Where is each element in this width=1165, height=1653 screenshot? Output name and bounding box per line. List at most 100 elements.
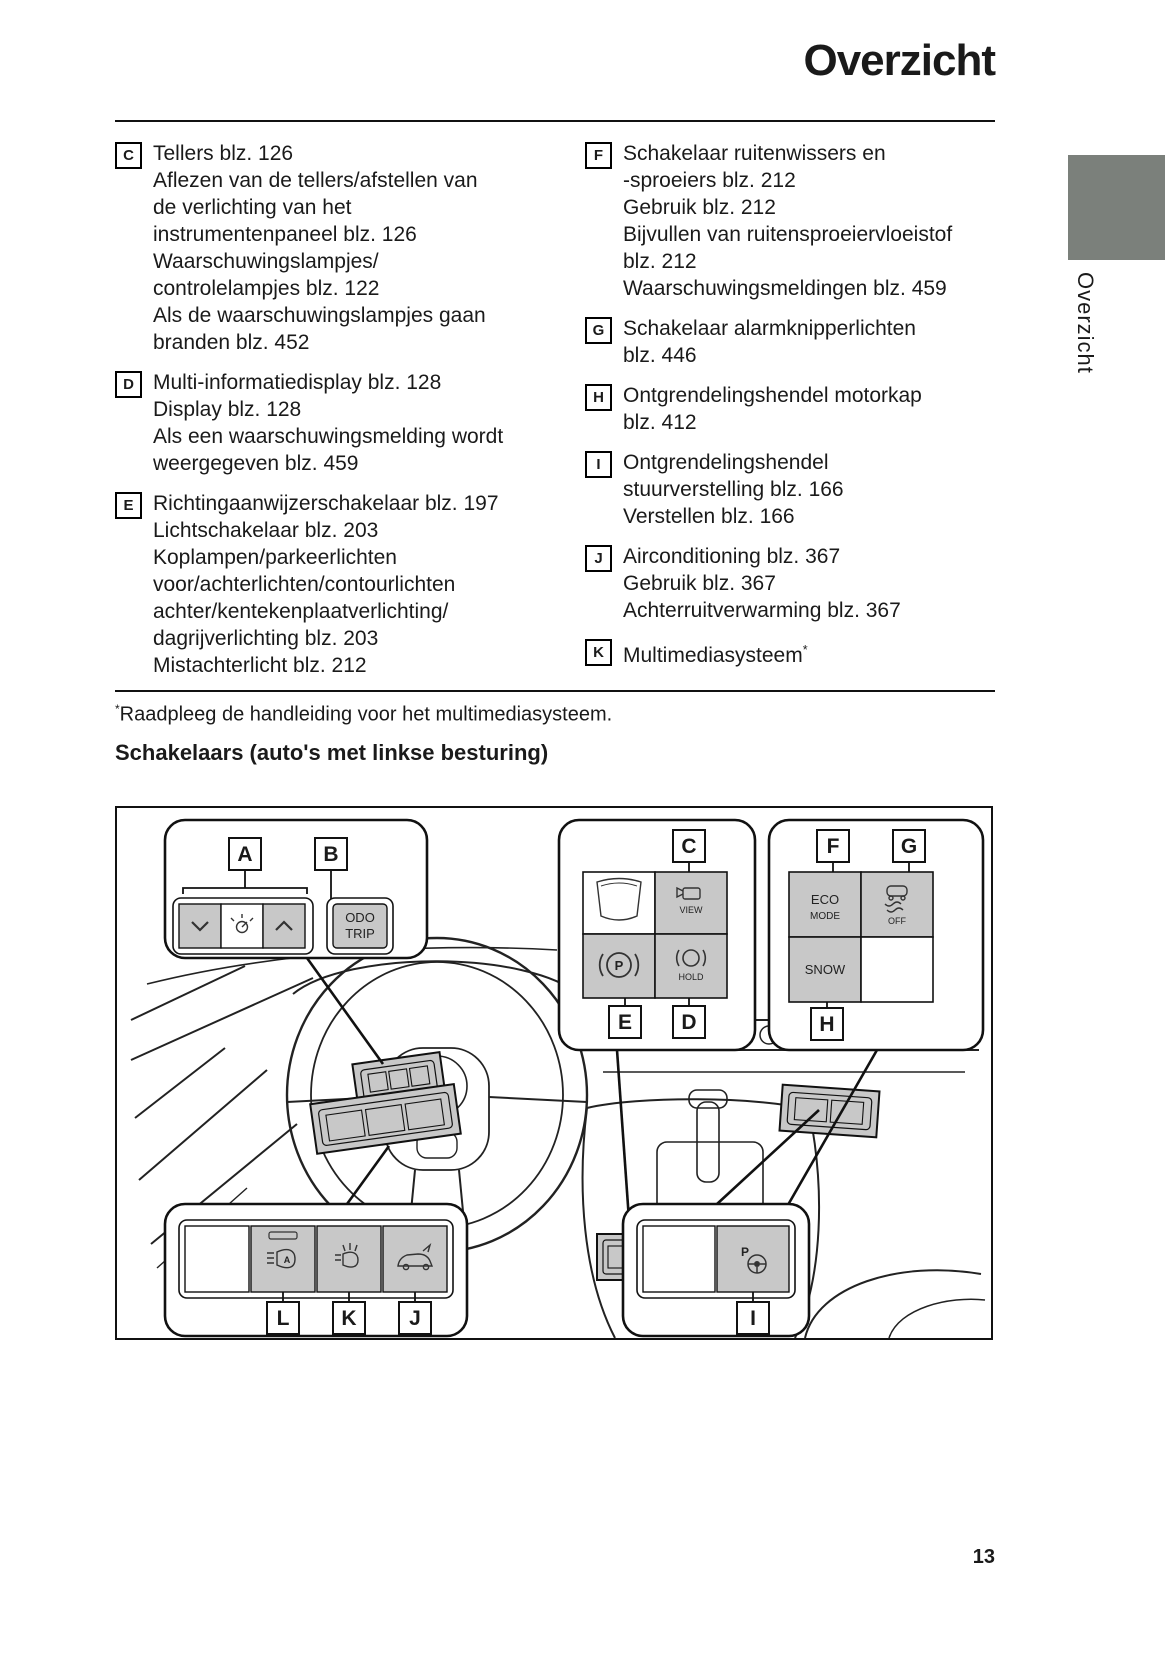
headlight-washer-icon xyxy=(335,1243,359,1268)
snow-mode-button xyxy=(788,936,862,1003)
legend-line: Ontgrendelingshendel xyxy=(623,451,829,474)
legend-line: Lichtschakelaar blz. 203 xyxy=(153,519,379,542)
callout-box-i: P I xyxy=(621,1202,811,1338)
legend-line: instrumentenpaneel blz. 126 xyxy=(153,223,417,246)
svg-text:SNOW: SNOW xyxy=(805,962,846,977)
legend-letter-box: D xyxy=(115,371,142,398)
legend-line: blz. 212 xyxy=(623,250,697,273)
legend-letter-box: G xyxy=(585,317,612,344)
svg-text:F: F xyxy=(827,835,840,858)
legend-item-h: H Ontgrendelingshendel motorkap blz. 412 xyxy=(585,382,1000,436)
legend-line: Multi-informatiedisplay blz. 128 xyxy=(153,371,442,394)
svg-text:MODE: MODE xyxy=(810,911,840,922)
legend-line: weergegeven blz. 459 xyxy=(153,452,359,475)
svg-text:ECO: ECO xyxy=(811,892,839,907)
svg-text:K: K xyxy=(341,1307,356,1330)
page-number: 13 xyxy=(972,1546,995,1568)
callout-box-ced: VIEW P HOLD C E D xyxy=(557,818,757,1052)
label-box-d xyxy=(672,1005,706,1039)
brake-hold-icon xyxy=(675,949,707,967)
section-heading: Schakelaars (auto's met linkse besturing… xyxy=(115,740,549,765)
label-box-i xyxy=(736,1301,770,1335)
svg-text:VIEW: VIEW xyxy=(679,905,703,915)
auto-high-beam-icon xyxy=(267,1248,296,1269)
svg-text:OFF: OFF xyxy=(888,916,906,926)
chapter-tab-label: Overzicht xyxy=(1073,272,1098,374)
eco-mode-button xyxy=(788,871,862,938)
legend-letter-box: F xyxy=(585,142,612,169)
parking-brake-button xyxy=(582,933,656,999)
svg-text:A: A xyxy=(237,843,252,866)
vsc-off-icon xyxy=(884,885,908,913)
svg-text:ODO: ODO xyxy=(345,910,375,925)
legend-line: Verstellen blz. 166 xyxy=(623,505,795,528)
label-box-c xyxy=(672,829,706,863)
svg-text:L: L xyxy=(277,1307,290,1330)
svg-text:HOLD: HOLD xyxy=(678,972,704,982)
dashboard-illustration: ODO TRIP A B VIEW xyxy=(130,818,986,1339)
legend-letter-box: J xyxy=(585,545,612,572)
label-box-e xyxy=(608,1005,642,1039)
footnote: *Raadpleeg de handleiding voor het multi… xyxy=(115,702,612,727)
dashboard-diagram: ODO TRIP A B VIEW xyxy=(115,806,993,1340)
steering-left-lower-switch-panel xyxy=(309,1082,462,1155)
svg-text:E: E xyxy=(618,1011,632,1034)
callout-box-fgh: ECO MODE OFF SNOW F G H xyxy=(767,818,985,1052)
legend-line: Airconditioning blz. 367 xyxy=(623,545,841,568)
blank-button xyxy=(860,936,934,1003)
svg-text:H: H xyxy=(819,1013,834,1036)
parking-brake-icon xyxy=(598,952,640,978)
legend-line: Koplampen/parkeerlichten xyxy=(153,546,397,569)
steering-wheel-p-icon xyxy=(747,1254,767,1274)
legend-line: blz. 412 xyxy=(623,411,697,434)
legend-letter-box: H xyxy=(585,384,612,411)
gear-shifter xyxy=(696,1101,720,1183)
headlight-washer-button xyxy=(316,1225,382,1293)
svg-text:I: I xyxy=(750,1307,756,1330)
legend-line: Schakelaar ruitenwissers en xyxy=(623,142,886,165)
svg-text:P: P xyxy=(615,958,624,973)
legend-line: de verlichting van het xyxy=(153,196,352,219)
svg-text:TRIP: TRIP xyxy=(345,926,375,941)
legend-line: Mistachterlicht blz. 212 xyxy=(153,654,367,677)
blank-switch-cell xyxy=(184,1225,250,1293)
meter-up-button xyxy=(262,903,306,949)
legend-line: voor/achterlichten/contourlichten xyxy=(153,573,456,596)
label-box-g xyxy=(892,829,926,863)
legend-line: Achterruitverwarming blz. 367 xyxy=(623,599,901,622)
legend-line: Bijvullen van ruitensproeiervloeistof xyxy=(623,223,953,246)
legend-line: Tellers blz. 126 xyxy=(153,142,294,165)
legend-line: Gebruik blz. 212 xyxy=(623,196,776,219)
indicator-bar xyxy=(268,1231,298,1240)
label-box-f xyxy=(816,829,850,863)
legend-line: Ontgrendelingshendel motorkap xyxy=(623,384,922,407)
legend-line: Schakelaar alarmknipperlichten xyxy=(623,317,916,340)
blank-switch-button xyxy=(582,871,656,935)
switch-recess-shape xyxy=(596,877,642,921)
svg-text:A: A xyxy=(284,1255,291,1265)
legend-line: Gebruik blz. 367 xyxy=(623,572,776,595)
legend-letter-box: I xyxy=(585,451,612,478)
page-title: Overzicht xyxy=(803,36,996,85)
steering-wheel-p-button xyxy=(716,1225,790,1293)
legend-line: Display blz. 128 xyxy=(153,398,302,421)
legend-line: Waarschuwingslampjes/ xyxy=(153,250,379,273)
legend-line: Aflezen van de tellers/afstellen van xyxy=(153,169,478,192)
legend-line: achter/kentekenplaatverlichting/ xyxy=(153,600,449,623)
label-box-b xyxy=(314,837,348,871)
footnote-asterisk: * xyxy=(115,702,120,716)
power-tailgate-button xyxy=(382,1225,448,1293)
label-box-h xyxy=(810,1007,844,1041)
legend-line: Richtingaanwijzerschakelaar blz. 197 xyxy=(153,492,499,515)
footnote-text: Raadpleeg de handleiding voor het multim… xyxy=(119,703,613,726)
legend-line: Als de waarschuwingslampjes gaan xyxy=(153,304,486,327)
